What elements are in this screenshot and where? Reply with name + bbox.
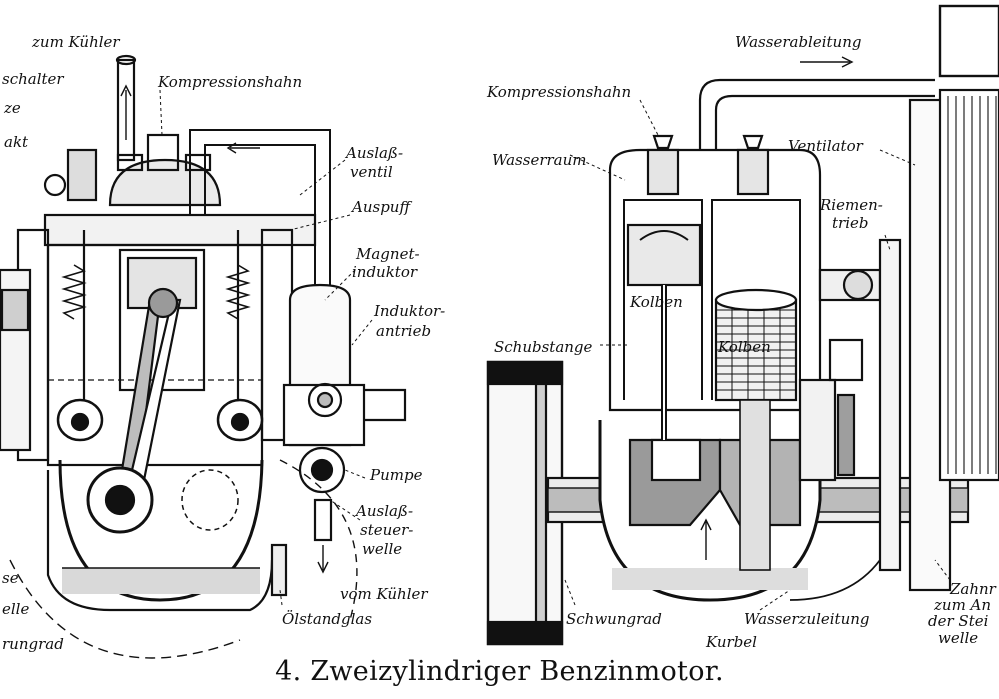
label-auslasssteuerwelle-3: welle — [362, 540, 402, 558]
label-rungrad: rungrad — [2, 635, 64, 653]
label-auslassventil-2: ventil — [350, 163, 393, 181]
label-kurbel: Kurbel — [705, 633, 757, 651]
label-schalter: schalter — [2, 70, 64, 88]
label-magnetinduktor-1: Magnet- — [355, 245, 420, 263]
label-pumpe: Pumpe — [369, 466, 423, 484]
label-kompressionshahn-left: Kompressionshahn — [157, 73, 302, 91]
label-oelstandglas: Ölstandglas — [282, 610, 372, 628]
label-zahnrad-2: zum An — [933, 596, 991, 614]
label-wasserraum: Wasserraum — [492, 151, 587, 169]
label-riementrieb-1: Riemen- — [819, 196, 883, 214]
right-labels: Wasserableitung Kompressionshahn Wasserr… — [486, 33, 997, 651]
label-auslasssteuerwelle-2: steuer- — [360, 521, 413, 539]
label-vom-kuehler: vom Kühler — [340, 585, 428, 603]
label-zahnrad-4: welle — [938, 629, 978, 647]
label-ventilator: Ventilator — [788, 137, 864, 155]
label-auspuff: Auspuff — [350, 198, 412, 216]
label-auslasssteuerwelle-1: Auslaß- — [354, 502, 413, 520]
label-kolben-1: Kolben — [629, 293, 683, 311]
label-schwungrad: Schwungrad — [566, 610, 662, 628]
leader-lines — [159, 89, 951, 611]
label-wasserableitung: Wasserableitung — [735, 33, 861, 51]
label-riementrieb-2: trieb — [832, 214, 868, 232]
label-zum-kuehler: zum Kühler — [31, 33, 120, 51]
label-schubstange: Schubstange — [494, 338, 593, 356]
figure-caption: 4. Zweizylindriger Benzinmotor. — [275, 656, 724, 687]
label-induktorantrieb-1: Induktor- — [373, 302, 445, 320]
label-zahnrad-3: der Stei — [928, 612, 989, 630]
label-induktorantrieb-2: antrieb — [376, 322, 431, 340]
label-ze: ze — [3, 99, 21, 117]
label-auslassventil-1: Auslaß- — [344, 144, 403, 162]
label-akt: akt — [4, 133, 29, 151]
right-engine-section — [486, 4, 999, 646]
label-wasserzuleitung: Wasserzuleitung — [744, 610, 870, 628]
label-elle: elle — [2, 600, 29, 618]
label-kompressionshahn-right: Kompressionshahn — [486, 83, 631, 101]
label-se: se — [2, 569, 19, 587]
label-kolben-2: Kolben — [717, 338, 771, 356]
left-labels: zum Kühler schalter ze akt Kompressionsh… — [2, 33, 445, 653]
left-engine-section — [0, 54, 407, 659]
label-zahnrad-1: Zahnr — [949, 580, 997, 598]
label-magnetinduktor-2: induktor — [352, 263, 418, 281]
